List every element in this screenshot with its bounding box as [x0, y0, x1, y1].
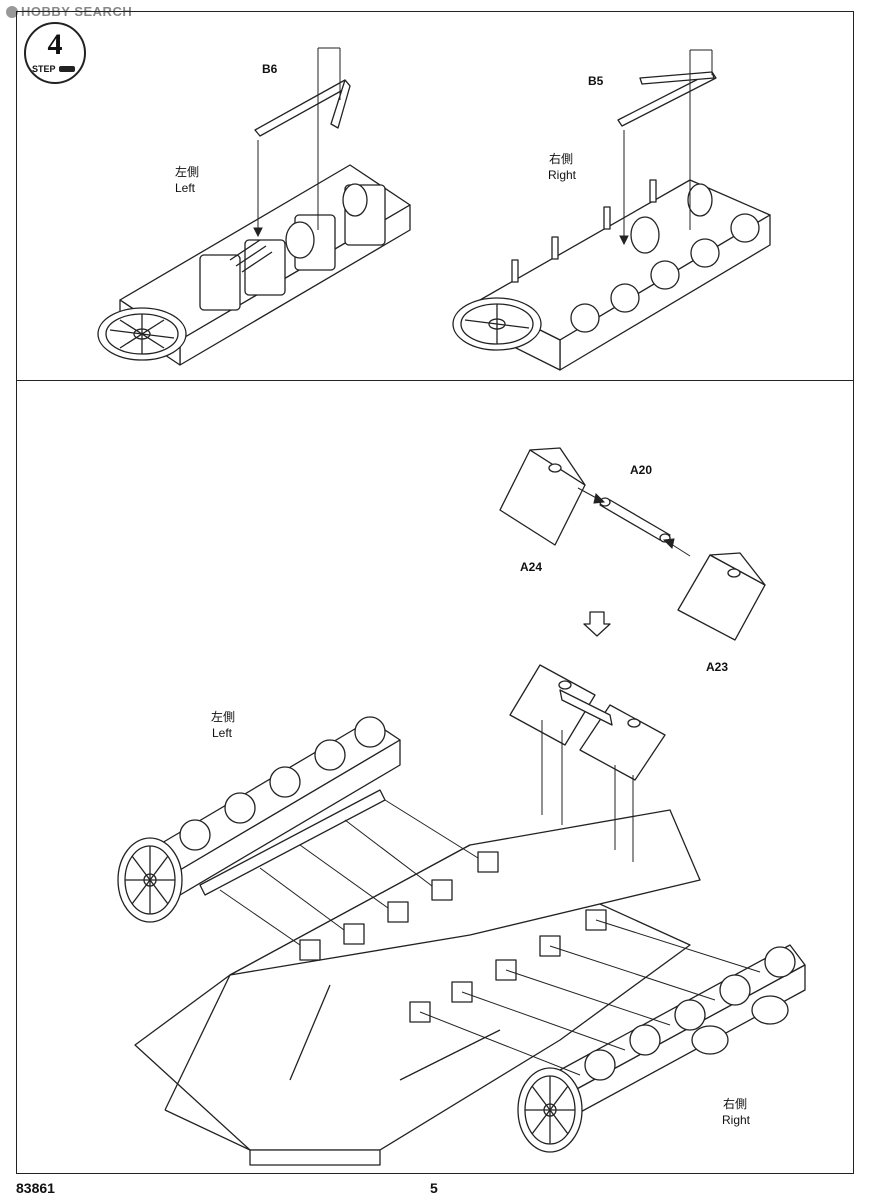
right-side-label-cn-top: 右側	[548, 152, 573, 166]
right-idler-wheel-top	[452, 297, 542, 351]
left-side-label-cn-top: 左側	[174, 165, 199, 179]
assembled-bracket-pair	[509, 664, 666, 781]
tank-icon	[59, 66, 75, 72]
right-suspension-unit-bottom	[559, 944, 806, 1116]
step-number: 4	[47, 28, 63, 61]
bottom-panel	[16, 381, 854, 1174]
left-side-label-en-top: Left	[175, 181, 196, 195]
left-idler-wheel-top	[97, 307, 187, 361]
part-a24-bracket	[499, 447, 586, 546]
part-label-a23: A23	[706, 660, 729, 674]
part-a20-shaft	[599, 497, 671, 543]
right-side-label-en-top: Right	[548, 168, 577, 182]
down-arrow-icon	[583, 611, 611, 637]
assembly-guide-lines	[219, 47, 761, 1076]
step-badge: 4 STEP	[24, 22, 86, 84]
step-word: STEP	[32, 64, 56, 74]
left-suspension-unit-bottom	[149, 716, 401, 896]
part-label-b6: B6	[262, 62, 278, 76]
page-number: 5	[430, 1180, 438, 1196]
part-b5-rod	[617, 71, 717, 127]
right-side-label-en-bottom: Right	[722, 1113, 751, 1127]
left-idler-wheel-bottom	[117, 837, 183, 923]
part-a23-bracket	[677, 552, 766, 641]
part-b6-rod	[254, 79, 351, 137]
left-side-label-en-bottom: Left	[212, 726, 233, 740]
part-label-b5: B5	[588, 74, 604, 88]
part-label-a24: A24	[520, 560, 543, 574]
top-panel	[16, 11, 854, 381]
kit-number: 83861	[16, 1180, 55, 1196]
left-suspension-unit-top	[119, 164, 411, 366]
hobby-search-logo-icon	[6, 6, 18, 18]
part-label-a20: A20	[630, 463, 653, 477]
right-idler-wheel-bottom	[517, 1067, 583, 1153]
left-side-label-cn-bottom: 左側	[210, 710, 235, 724]
right-side-label-cn-bottom: 右側	[722, 1097, 747, 1111]
